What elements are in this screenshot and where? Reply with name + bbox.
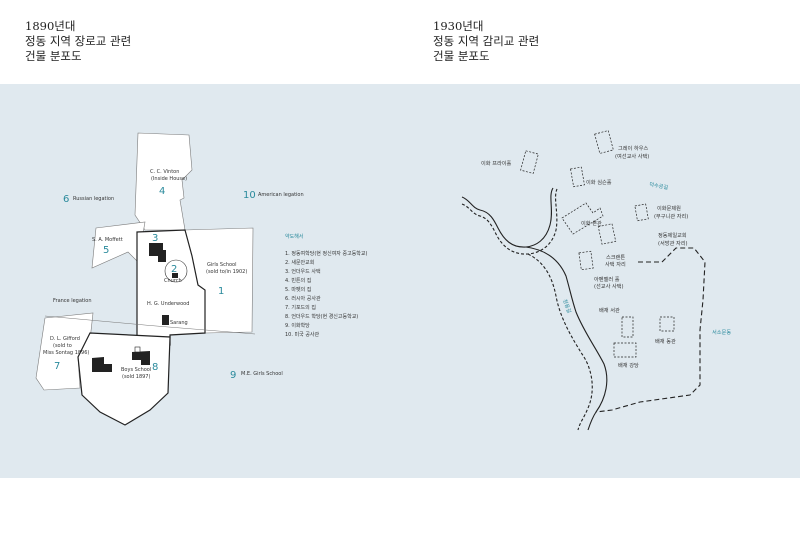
- lot-8-sub: (sold 1897): [122, 374, 150, 380]
- right-title-line-3: 건물 분포도: [433, 49, 490, 63]
- building-pai-chai-east: [659, 316, 675, 332]
- lot-5-number: 5: [103, 245, 109, 256]
- left-map: C. C. Vinton (Inside House) 4 S. A. Moff…: [35, 132, 367, 426]
- building-boys-school-2: [132, 351, 150, 365]
- label-jeongdong-church-sub: (서방관 자리): [658, 239, 688, 247]
- building-sarang: [162, 315, 169, 325]
- legend-item-9: 9. 이화학당: [285, 322, 310, 329]
- legend-title: 약도해서: [285, 233, 303, 240]
- neighbor-10-number: 10: [243, 190, 256, 201]
- lot-7-number: 7: [54, 361, 60, 372]
- building-boys-school: [92, 357, 112, 372]
- lot-moffett: [91, 221, 146, 269]
- neighbor-10-name: American legation: [258, 192, 304, 198]
- label-jeongdong-gil: 정동길: [561, 298, 573, 314]
- underwood-label: H. G. Underwood: [147, 301, 189, 307]
- label-appenzeller: 아펜젤러 홀: [594, 275, 620, 283]
- east-boundary: [595, 247, 706, 413]
- lot-2-number: 2: [171, 264, 177, 275]
- sarang-label: Sarang: [170, 320, 188, 326]
- lot-1-sub: (sold to/in 1902): [206, 269, 247, 275]
- lot-4-name: C. C. Vinton: [150, 169, 179, 175]
- right-map: 그레이 하우스 (여선교사 사택) 이화 프라이홀 이화 심슨홀 이화 본관 이…: [461, 130, 731, 431]
- lot-7-sub2: Miss Sontag 1896): [43, 350, 89, 356]
- jeongdong-road: [527, 253, 593, 431]
- building-appenzeller: [578, 250, 594, 271]
- legend-item-7: 7. 기포드의 집: [285, 304, 316, 311]
- legend-item-1: 1. 정동여학당(현 정신여자 중고등학교): [285, 250, 367, 257]
- right-map-title: 1930년대 정동 지역 감리교 관련 건물 분포도: [433, 19, 539, 64]
- lot-4-sub: (Inside House): [151, 176, 187, 182]
- label-pai-chai-west: 배재 서관: [599, 306, 620, 314]
- label-ewha-main: 이화 본관: [581, 219, 602, 227]
- church-marker: [164, 259, 188, 283]
- lot-8-number: 8: [152, 362, 158, 373]
- label-gray-house: 그레이 하우스: [618, 144, 649, 152]
- jeongdong-road-edge: [525, 246, 608, 431]
- label-simpson-hall: 이화 심슨홀: [586, 178, 612, 186]
- wall-road-line-b: [461, 188, 558, 255]
- building-pai-chai-west: [621, 316, 634, 338]
- label-ewha-center: 이화문제원: [657, 204, 681, 212]
- legend: 약도해서 1. 정동여학당(현 정신여자 중고등학교) 2. 새문안교회 3. …: [285, 233, 367, 338]
- legend-item-4: 4. 빈튼의 집: [285, 277, 311, 284]
- label-scranton-sub: 사택 자리: [605, 260, 626, 268]
- lot-3-number: 3: [152, 233, 158, 244]
- legend-item-2: 2. 새문안교회: [285, 259, 314, 266]
- neighbor-6-name: Russian legation: [73, 196, 114, 202]
- label-ewha-center-sub: (부구니관 자리): [654, 212, 688, 220]
- building-pai-chai-hall: [613, 342, 637, 358]
- label-jeongdong-church: 정동제일교회: [658, 231, 687, 239]
- wall-road-line-a: [461, 187, 554, 248]
- neighbor-france-name: France legation: [53, 298, 92, 304]
- lot-1-number: 1: [218, 286, 224, 297]
- left-title-line-1: 1890년대: [25, 19, 76, 33]
- right-title-line-2: 정동 지역 감리교 관련: [433, 34, 540, 48]
- neighbor-9-number: 9: [230, 370, 236, 381]
- building-underwood-house: [149, 243, 166, 262]
- building-scranton: [597, 223, 617, 245]
- lot-8-name: Boys School: [121, 367, 151, 373]
- building-ewha-main: [561, 202, 604, 235]
- legend-item-3: 3. 언더우드 사택: [285, 268, 321, 275]
- label-pai-chai-east: 배재 동관: [655, 337, 676, 345]
- legend-item-8: 8. 언더우드 학당(현 경신고등학교): [285, 313, 358, 320]
- legend-item-10: 10. 미국 공사관: [285, 331, 320, 338]
- building-ewha-center: [634, 203, 649, 222]
- label-appenzeller-sub: (선교사 사택): [594, 282, 624, 290]
- label-pai-chai-hall: 배재 강당: [618, 361, 639, 369]
- building-frey-hall: [520, 150, 539, 174]
- neighbor-6-number: 6: [63, 194, 69, 205]
- left-map-title: 1890년대 정동 지역 장로교 관련 건물 분포도: [25, 19, 131, 64]
- lot-7-sub: (sold to: [53, 343, 72, 349]
- label-deoksugung-gil: 덕수궁길: [649, 180, 669, 191]
- left-title-line-2: 정동 지역 장로교 관련: [25, 34, 132, 48]
- lot-4-number: 4: [159, 186, 165, 197]
- right-title-line-1: 1930년대: [433, 19, 484, 33]
- legend-item-5: 5. 마펫의 집: [285, 286, 311, 293]
- neighbor-9-name: M.E. Girls School: [241, 371, 283, 377]
- label-gray-house-sub: (여선교사 사택): [615, 152, 649, 160]
- label-seosomun: 서소문동: [712, 328, 731, 336]
- building-church: [172, 273, 178, 278]
- building-simpson-hall: [570, 166, 585, 188]
- building-small: [134, 346, 141, 353]
- lot-5-name: S. A. Moffett: [92, 237, 123, 243]
- left-title-line-3: 건물 분포도: [25, 49, 82, 63]
- legend-item-6: 6. 러시아 공사관: [285, 295, 321, 302]
- lot-gifford: [35, 312, 94, 391]
- building-gray-house: [594, 130, 614, 154]
- road-line: [44, 315, 256, 335]
- lot-7-name: D. L. Gifford: [50, 336, 80, 342]
- church-label: Church: [164, 278, 182, 284]
- label-scranton: 스크랜튼: [606, 253, 625, 261]
- label-frey-hall: 이화 프라이홀: [481, 159, 512, 167]
- lot-1-name: Girls School: [207, 262, 237, 268]
